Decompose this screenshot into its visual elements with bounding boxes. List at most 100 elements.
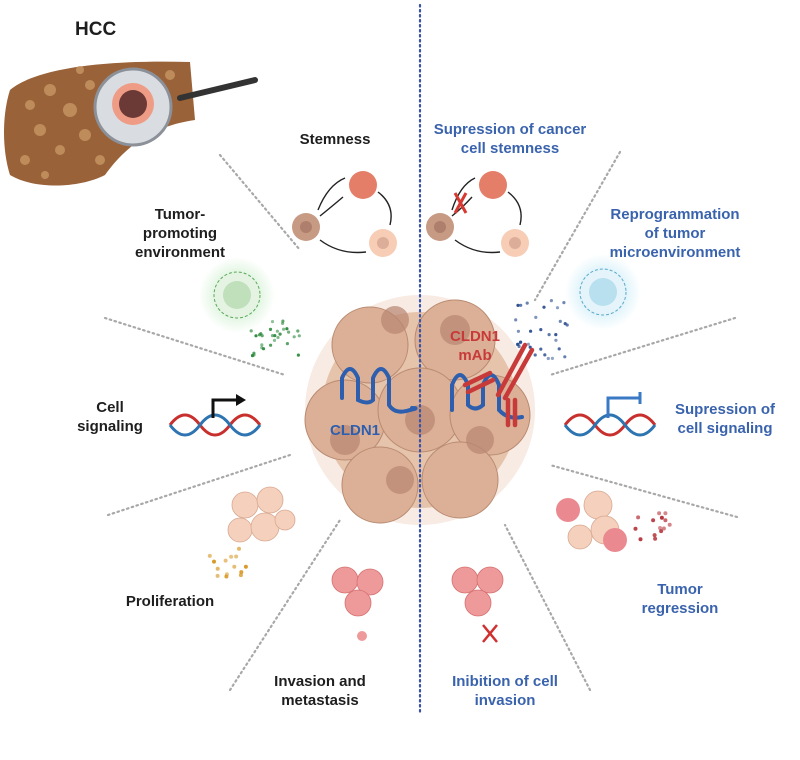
transcription-arrow-icon [211, 398, 238, 418]
dot [534, 315, 538, 319]
dot [285, 327, 289, 331]
label-stemness: Stemness [299, 131, 371, 148]
separator-line [106, 453, 292, 517]
dot [297, 334, 301, 338]
dot [546, 356, 550, 361]
dot [659, 529, 664, 534]
separator-line [548, 463, 739, 519]
dot [519, 303, 523, 307]
dot [549, 299, 554, 303]
dot [278, 332, 282, 336]
dot [252, 353, 256, 357]
dot [636, 515, 641, 520]
dot [517, 344, 521, 349]
separator-lines [103, 150, 739, 692]
separator-line [218, 153, 302, 252]
dot [224, 572, 229, 577]
dot [229, 554, 234, 559]
proliferation-dots [207, 546, 248, 579]
dot [239, 570, 244, 575]
dot [657, 511, 662, 516]
dot [525, 301, 529, 305]
liver-illustration [4, 61, 258, 186]
dot [659, 515, 664, 520]
dot [543, 353, 547, 357]
dot [296, 353, 300, 357]
dot [653, 536, 658, 541]
magnifier-handle [177, 77, 258, 101]
dot [237, 546, 241, 551]
dot [254, 334, 258, 338]
dot [516, 329, 521, 333]
dna-suppression-icon [563, 392, 657, 437]
dot [275, 329, 279, 333]
dot [212, 559, 216, 564]
dot [558, 319, 562, 323]
dot [638, 537, 643, 542]
dot [281, 321, 285, 325]
dot [270, 320, 275, 324]
dot [661, 526, 666, 531]
dot [651, 518, 656, 523]
dot [667, 522, 672, 527]
dot [550, 356, 555, 360]
dot [292, 335, 296, 339]
dot [533, 353, 537, 357]
hcc-title: HCC [75, 19, 117, 40]
dot [555, 306, 560, 310]
invasion-cluster-icon [331, 566, 384, 641]
dot [296, 329, 300, 333]
dot [270, 334, 275, 338]
invasion-inhibited-icon [451, 566, 504, 643]
cldn1-protein-right [450, 373, 524, 420]
dot [269, 343, 273, 347]
cytokine-dots-blue [514, 299, 569, 361]
immune-cell-icon-blue [565, 254, 641, 330]
dot [565, 323, 569, 327]
proliferation-cluster-icon [227, 486, 296, 543]
dot [539, 328, 543, 332]
dot [273, 334, 277, 338]
dot [658, 526, 662, 530]
dot [526, 342, 531, 346]
label-cldn1: CLDN1 [330, 422, 381, 439]
dot [663, 511, 668, 516]
dot [238, 573, 243, 578]
separator-line [548, 316, 737, 377]
dot [562, 301, 566, 305]
dot [272, 338, 277, 342]
dot [215, 566, 220, 571]
dot [547, 333, 551, 337]
dot [232, 564, 237, 569]
dot [259, 332, 263, 336]
dot [633, 526, 638, 531]
dot [287, 330, 291, 334]
dot [223, 558, 228, 563]
dot [276, 335, 280, 340]
cldn1-antibody-icon [462, 342, 535, 428]
dot [243, 564, 248, 569]
stemness-cycle-icon [292, 171, 397, 257]
dna-activation-icon [168, 394, 262, 437]
dot [557, 347, 561, 351]
dot [539, 347, 543, 351]
dot [529, 329, 533, 333]
separator-line [503, 523, 592, 692]
dot [554, 333, 558, 337]
dot [215, 573, 220, 578]
dot [652, 533, 657, 538]
dot [563, 355, 567, 359]
dot [268, 327, 273, 331]
immune-cell-icon-green [199, 257, 275, 333]
label-proliferation: Proliferation [125, 593, 215, 610]
dot [663, 518, 668, 523]
